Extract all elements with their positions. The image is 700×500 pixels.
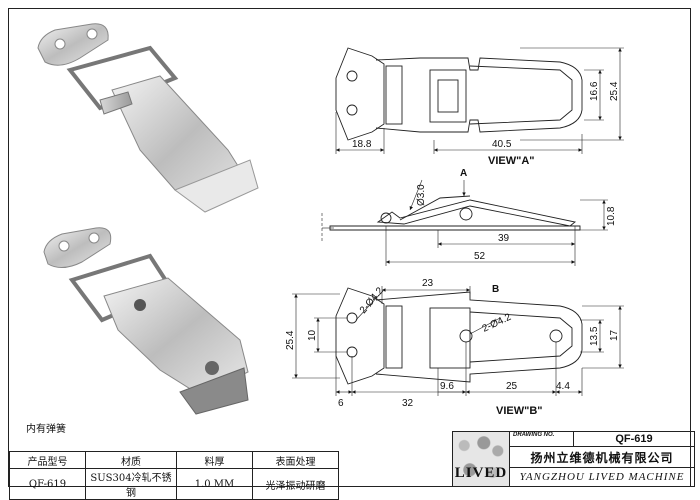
dim-bottom-outer-height: 25.4 xyxy=(285,330,296,350)
drawing-no: QF-619 xyxy=(573,431,695,447)
logo-text: LIVED xyxy=(454,465,508,481)
view-a-label: VIEW"A" xyxy=(488,155,535,167)
dim-side-diameter: Ø3.0 xyxy=(416,184,427,206)
spring-note: 内有弹簧 xyxy=(26,424,66,435)
spec-header-model: 产品型号 xyxy=(9,451,86,469)
company-logo: LIVED xyxy=(452,431,510,487)
dim-top-outer-height: 25.4 xyxy=(609,81,620,101)
view-a-drawing xyxy=(335,47,583,141)
spec-header-finish: 表面处理 xyxy=(252,451,339,469)
dim-side-height: 10.8 xyxy=(606,206,617,226)
view-b-dimensions xyxy=(292,286,624,396)
dim-bottom-right-height: 17 xyxy=(609,329,620,341)
side-view-dimensions xyxy=(321,179,608,266)
dim-bottom-inner-height: 13.5 xyxy=(589,326,600,346)
title-block: LIVED DRAWING NO. QF-619 扬州立维德机械有限公司 YAN… xyxy=(452,431,695,487)
company-name-cn: 扬州立维德机械有限公司 xyxy=(509,446,695,468)
dim-bottom-a: 6 xyxy=(338,398,344,409)
view-b-label: VIEW"B" xyxy=(496,405,543,417)
latch-render-closed xyxy=(37,23,259,213)
spec-header-material: 材质 xyxy=(85,451,177,469)
company-name-en: YANGZHOU LIVED MACHINE xyxy=(509,467,695,487)
side-view-drawing xyxy=(329,195,581,231)
arrow-b-label: B xyxy=(492,284,499,295)
dim-bottom-b: 32 xyxy=(402,398,414,409)
dim-side-width: 39 xyxy=(498,233,510,244)
dim-top-left: 18.8 xyxy=(352,139,372,150)
dim-side-total: 52 xyxy=(474,251,486,262)
spec-header-thickness: 料厚 xyxy=(176,451,253,469)
dim-bottom-d: 25 xyxy=(506,381,518,392)
latch-render-open xyxy=(43,227,249,415)
drawing-frame xyxy=(8,8,691,487)
dim-bottom-hole-right: 2-Ø4.2 xyxy=(481,312,514,335)
dim-bottom-pitch: 10 xyxy=(307,329,318,341)
dim-bottom-c: 9.6 xyxy=(440,381,454,392)
drawing-no-label: DRAWING NO. xyxy=(509,431,574,447)
arrow-a-label: A xyxy=(460,168,467,179)
dim-bottom-e: 4.4 xyxy=(556,381,570,392)
spec-table: 产品型号 材质 料厚 表面处理 QF-619 SUS304冷轧不锈钢 1.0 M… xyxy=(9,451,339,500)
dim-bottom-top: 23 xyxy=(422,278,434,289)
dim-top-width: 40.5 xyxy=(492,139,512,150)
dim-top-inner-height: 16.6 xyxy=(589,81,600,101)
view-a-dimensions xyxy=(335,47,624,154)
